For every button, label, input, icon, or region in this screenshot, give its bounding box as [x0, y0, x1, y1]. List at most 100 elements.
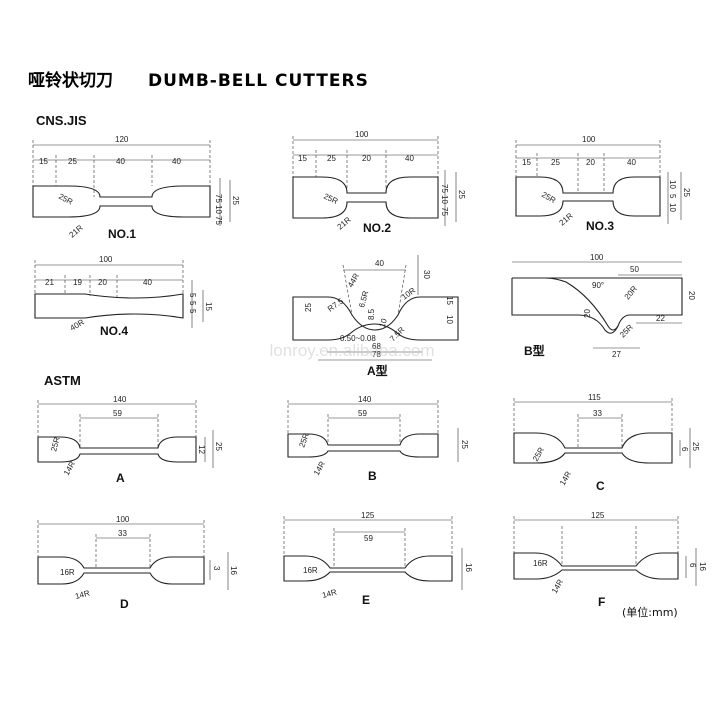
dim-no1-21R: 21R: [68, 223, 85, 239]
dim-b-20R: 20R: [623, 284, 639, 301]
dim-no1-25: 25: [231, 196, 240, 205]
dim-a-15: 15: [445, 296, 454, 305]
dim-a-6.5R: 6.5R: [357, 290, 370, 309]
dim-no3-10b: 10: [668, 203, 677, 212]
dim-no1-75a: 75: [214, 194, 223, 203]
dim-astm-a-12: 12: [197, 445, 206, 454]
dim-no2-15: 15: [298, 154, 307, 163]
dim-no2-75a: 75: [440, 184, 449, 193]
dim-b-20b: 20: [583, 309, 592, 318]
dim-astm-d-3: 3: [212, 566, 221, 571]
dim-astm-e-14R: 14R: [321, 587, 338, 600]
dim-astm-e-125: 125: [361, 511, 375, 520]
dim-a-25: 25: [304, 303, 313, 312]
title-cn: 哑铃状切刀: [28, 70, 113, 91]
label-no2: NO.2: [363, 221, 391, 235]
dim-a-8.5: 8.5: [367, 308, 376, 320]
dim-astm-b-140: 140: [358, 395, 372, 404]
dim-no4-40: 40: [143, 278, 152, 287]
cutter-astm-b: 140 59 25 25R 14R B: [287, 395, 469, 483]
label-astm-d: D: [120, 597, 129, 611]
dim-astm-f-6: 6: [688, 563, 697, 568]
dim-astm-d-14R: 14R: [74, 588, 91, 601]
cutter-astm-c: 115 33 6 25 25R 14R C: [513, 393, 700, 493]
dim-no2-25: 25: [457, 190, 466, 199]
section-astm: ASTM: [44, 373, 81, 388]
dim-b-100: 100: [590, 253, 604, 262]
dim-no2-75b: 75: [440, 207, 449, 216]
dim-no3-40: 40: [627, 158, 636, 167]
dim-no4-5c: 5: [188, 309, 197, 314]
dim-no3-21R: 21R: [558, 211, 575, 227]
dim-no4-21: 21: [45, 278, 54, 287]
label-astm-e: E: [362, 593, 370, 607]
dim-astm-d-16: 16: [229, 566, 238, 575]
dim-astm-c-14R: 14R: [558, 470, 573, 487]
dim-no1-40b: 40: [172, 157, 181, 166]
dim-astm-a-140: 140: [113, 395, 127, 404]
dim-a-44R: 44R: [346, 272, 361, 289]
cutter-astm-f: 125 16R 14R 6 16 F: [513, 511, 707, 609]
cutter-no3: 100 15 25 20 40 10 5 10 25 25R 21R NO.3: [515, 135, 691, 233]
dim-a-40: 40: [375, 259, 384, 268]
cutter-astm-e: 125 59 16R 14R 16 E: [283, 511, 473, 607]
dim-astm-b-59: 59: [358, 409, 367, 418]
dim-no3-25: 25: [682, 188, 691, 197]
dim-no1-10: 10: [214, 205, 223, 214]
dim-no2-21R: 21R: [336, 215, 353, 231]
dim-no4-100: 100: [99, 255, 113, 264]
dim-b-20: 20: [687, 291, 696, 300]
dim-b-22: 22: [656, 314, 665, 323]
dim-astm-d-100: 100: [116, 515, 130, 524]
dim-no2-20: 20: [362, 154, 371, 163]
dim-astm-c-25R: 25R: [531, 446, 546, 463]
dim-a-tolerance: 0.50~0.08: [340, 334, 376, 343]
dim-astm-a-25: 25: [214, 442, 223, 451]
label-astm-b: B: [368, 469, 377, 483]
dim-b-50: 50: [630, 265, 639, 274]
dim-a-78: 78: [372, 350, 381, 359]
label-b-type: B型: [524, 343, 545, 358]
label-no3: NO.3: [586, 219, 614, 233]
dim-no4-5a: 5: [188, 293, 197, 298]
label-no4: NO.4: [100, 324, 128, 338]
dim-no3-15: 15: [522, 158, 531, 167]
dim-astm-b-25: 25: [460, 440, 469, 449]
label-astm-f: F: [598, 595, 605, 609]
dim-no1-120: 120: [115, 135, 129, 144]
dim-astm-f-125: 125: [591, 511, 605, 520]
label-astm-c: C: [596, 479, 605, 493]
dim-astm-a-25R: 25R: [49, 436, 62, 453]
dim-no1-40a: 40: [116, 157, 125, 166]
dim-no4-19: 19: [73, 278, 82, 287]
label-a-type: A型: [367, 363, 388, 378]
dim-no3-100: 100: [582, 135, 596, 144]
dim-astm-f-16: 16: [698, 562, 707, 571]
dim-no3-25R: 25R: [540, 190, 557, 205]
dim-no1-15: 15: [39, 157, 48, 166]
dim-astm-c-6: 6: [680, 447, 689, 452]
dim-a-10: 10: [377, 317, 389, 329]
dim-astm-c-33: 33: [593, 409, 602, 418]
dim-no4-15: 15: [204, 302, 213, 311]
dim-astm-e-16R: 16R: [303, 566, 318, 575]
dim-no1-25: 25: [68, 157, 77, 166]
dim-no2-40: 40: [405, 154, 414, 163]
dim-no4-5b: 5: [188, 301, 197, 306]
dim-no2-100: 100: [355, 130, 369, 139]
dim-astm-c-115: 115: [588, 393, 601, 402]
dim-astm-e-59: 59: [364, 534, 373, 543]
dim-astm-f-16R: 16R: [533, 559, 548, 568]
dim-no4-20: 20: [98, 278, 107, 287]
title-en: DUMB-BELL CUTTERS: [148, 71, 369, 91]
dim-astm-f-14R: 14R: [550, 578, 565, 595]
dim-astm-d-16R: 16R: [60, 568, 75, 577]
dim-astm-d-33: 33: [118, 529, 127, 538]
watermark: lonroy.en.alibaba.com: [269, 341, 434, 360]
dim-b-25R: 25R: [618, 323, 635, 340]
dim-no1-75b: 75: [214, 216, 223, 225]
dim-a-68: 68: [372, 342, 381, 351]
dim-astm-c-25: 25: [691, 442, 700, 451]
cutter-no4: 100 21 19 20 40 5 5 5 15 40R NO.4: [34, 255, 213, 338]
